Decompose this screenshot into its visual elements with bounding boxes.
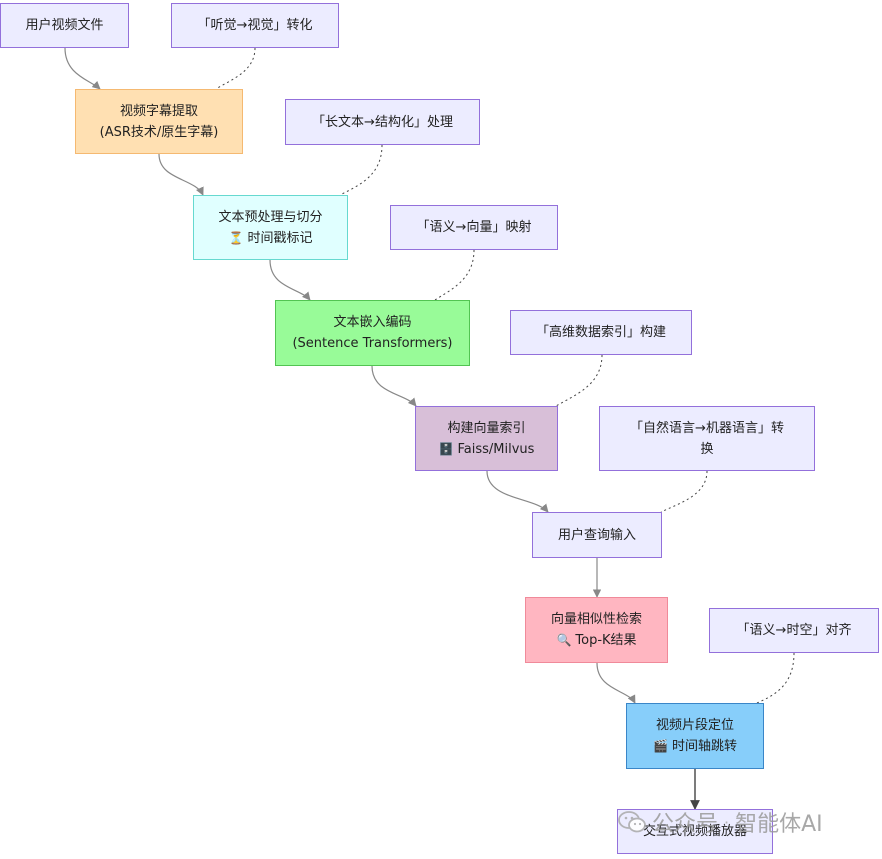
note-text: 「长文本→结构化」处理 [312,114,453,130]
note-text: 「语义→向量」映射 [416,220,532,235]
node-sublabel: Faiss/Milvus [457,441,535,457]
node-label: 文本预处理与切分 [218,209,323,225]
watermark: 公众号 · 智能体AI [618,806,823,838]
node-sublabel: Top-K结果 [575,633,637,648]
node-label: 视频字幕提取 [119,103,198,119]
link-note6 [756,652,795,704]
note-audio-to-visual: 「听觉→视觉」转化 [171,3,339,48]
node-sublabel: (Sentence Transformers) [292,336,453,351]
link-note2 [339,144,383,196]
node-label: 向量相似性检索 [550,612,642,627]
note-text: 换 [700,441,714,457]
watermark-separator: · [724,812,730,832]
node-label: 用户查询输入 [557,527,636,543]
node-user-video: 用户视频文件 [0,3,129,48]
node-clip-locate: 视频片段定位 🎬时间轴跳转 [626,703,764,769]
link-note5 [660,470,708,513]
node-label: 文本嵌入编码 [333,315,412,330]
node-label: 交互式视频播放器 [642,824,747,839]
watermark-text-2: 智能体AI [735,812,823,837]
node-label: 构建向量索引 [447,420,526,436]
node-label: 用户视频文件 [25,18,104,33]
hourglass-icon: ⏳ [228,230,244,245]
note-text: 「自然语言→机器语言」转 [630,420,784,436]
node-text-preprocess: 文本预处理与切分 ⏳时间戳标记 [193,195,348,260]
node-sublabel: 时间戳标记 [247,230,313,246]
edge-index-to-query [486,470,549,513]
link-note4 [555,354,603,407]
clapperboard-icon: 🎬 [653,739,668,753]
edge-video-to-asr [64,47,101,90]
note-text: 「高维数据索引」构建 [535,325,666,340]
node-user-query: 用户查询输入 [532,512,662,558]
note-high-dim-index: 「高维数据索引」构建 [510,310,692,355]
node-subtitle-extraction: 视频字幕提取 (ASR技术/原生字幕) [75,89,243,154]
node-sublabel: 时间轴跳转 [671,739,737,754]
link-note1 [215,47,256,90]
node-video-player: 交互式视频播放器 [617,809,773,854]
database-icon: 🗄️ [438,441,454,456]
note-longtext-to-structured: 「长文本→结构化」处理 [285,99,480,145]
node-similarity-search: 向量相似性检索 🔍Top-K结果 [525,597,668,663]
link-note3 [434,249,475,301]
note-semantic-to-vector: 「语义→向量」映射 [390,205,558,250]
note-text: 「听觉→视觉」转化 [197,18,313,33]
node-label: 视频片段定位 [655,718,734,733]
node-vector-index: 构建向量索引 🗄️Faiss/Milvus [415,406,558,471]
edge-embed-to-index [371,365,417,407]
watermark-text-1: 公众号 [652,812,719,837]
edge-preprocess-to-embed [269,259,311,301]
note-semantic-to-spacetime: 「语义→时空」对齐 [709,608,879,653]
wechat-icon [618,811,646,833]
note-text: 「语义→时空」对齐 [736,623,852,638]
edge-search-to-locate [596,662,636,704]
magnifier-icon: 🔍 [556,633,572,647]
note-nl-to-machine: 「自然语言→机器语言」转 换 [599,406,815,471]
edge-asr-to-preprocess [158,153,204,196]
node-text-embedding: 文本嵌入编码 (Sentence Transformers) [275,300,470,366]
node-sublabel: (ASR技术/原生字幕) [99,124,219,140]
